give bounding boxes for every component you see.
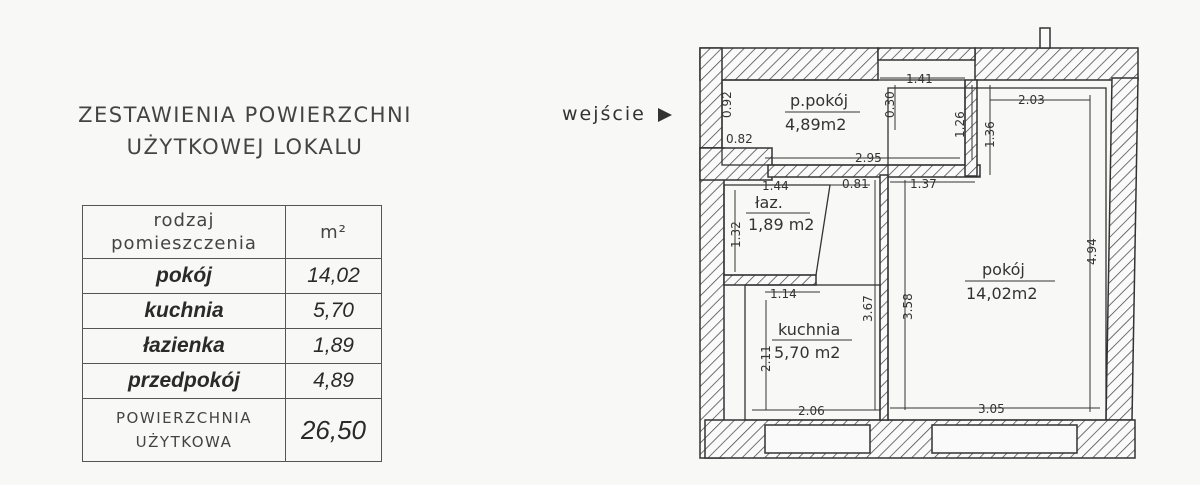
room-label-kitchen: kuchnia bbox=[778, 320, 840, 339]
table-row: kuchnia 5,70 bbox=[82, 293, 382, 329]
dim-label: 2.11 bbox=[759, 345, 773, 372]
room-outline bbox=[887, 87, 1107, 421]
wall-partition bbox=[879, 174, 889, 421]
entrance-label: wejście bbox=[562, 103, 646, 125]
total-label: POWIERZCHNIA UŻYTKOWA bbox=[82, 398, 286, 462]
entrance-arrow-icon bbox=[658, 108, 672, 122]
room-name-cell: kuchnia bbox=[82, 293, 286, 329]
walls bbox=[699, 27, 1139, 459]
dimension-lines bbox=[721, 77, 1100, 412]
header-unit: m² bbox=[285, 205, 382, 259]
room-area-cell: 5,70 bbox=[285, 293, 382, 329]
dim-label: 1.41 bbox=[906, 72, 933, 86]
room-area-hall: 4,89m2 bbox=[785, 115, 846, 134]
room-area-room: 14,02m2 bbox=[966, 284, 1038, 303]
window-room bbox=[931, 424, 1078, 454]
room-area-kitchen: 5,70 m2 bbox=[774, 343, 840, 362]
wall-left-upper bbox=[699, 47, 723, 149]
wall-top-gap bbox=[877, 47, 976, 61]
wall-right bbox=[1105, 77, 1139, 421]
summary-title-line-1: ZESTAWIENIA POWIERZCHNI bbox=[78, 103, 412, 127]
header-room-type-line-1: rodzaj bbox=[153, 210, 215, 231]
window-kitchen bbox=[764, 424, 871, 454]
room-name-cell: łazienka bbox=[82, 328, 286, 364]
room-label-room: pokój bbox=[982, 260, 1025, 279]
dim-label: 1.26 bbox=[953, 111, 967, 138]
dim-label: 1.37 bbox=[910, 177, 937, 191]
dim-label: 3.67 bbox=[861, 295, 875, 322]
room-name-cell: pokój bbox=[82, 258, 286, 294]
room-area-cell: 1,89 bbox=[285, 328, 382, 364]
summary-title-line-2: UŻYTKOWEJ LOKALU bbox=[126, 135, 364, 159]
table-row: przedpokój 4,89 bbox=[82, 363, 382, 399]
wall-top-right bbox=[974, 47, 1139, 81]
wall-left-stub bbox=[699, 147, 773, 181]
table-header-row: rodzaj pomieszczenia m² bbox=[82, 205, 382, 259]
area-summary-panel: ZESTAWIENIA POWIERZCHNI UŻYTKOWEJ LOKALU… bbox=[0, 0, 540, 485]
dim-label: 4.94 bbox=[1085, 238, 1099, 265]
dim-label: 0.92 bbox=[720, 91, 734, 118]
chimney bbox=[1039, 27, 1051, 49]
dim-label: 1.36 bbox=[983, 121, 997, 148]
header-room-type: rodzaj pomieszczenia bbox=[82, 205, 286, 259]
dim-label: 3.05 bbox=[978, 402, 1005, 416]
area-table: rodzaj pomieszczenia m² pokój 14,02 kuch… bbox=[82, 205, 382, 462]
dim-label: 2.95 bbox=[855, 151, 882, 165]
floor-plan: wejście bbox=[562, 27, 1139, 459]
table-total-row: POWIERZCHNIA UŻYTKOWA 26,50 bbox=[82, 398, 382, 462]
dim-label: 0.82 bbox=[726, 132, 753, 146]
table-row: łazienka 1,89 bbox=[82, 328, 382, 364]
total-label-line-2: UŻYTKOWA bbox=[135, 433, 233, 451]
dim-label: 0.30 bbox=[883, 91, 897, 118]
dim-label: 1.32 bbox=[729, 221, 743, 248]
total-label-line-1: POWIERZCHNIA bbox=[116, 409, 252, 427]
dim-label: 2.03 bbox=[1018, 93, 1045, 107]
table-row: pokój 14,02 bbox=[82, 258, 382, 294]
room-label-bath: łaz. bbox=[755, 193, 783, 212]
dim-label: 3.58 bbox=[901, 293, 915, 320]
header-room-type-line-2: pomieszczenia bbox=[111, 233, 257, 254]
room-label-hall: p.pokój bbox=[790, 91, 848, 110]
room-area-cell: 14,02 bbox=[285, 258, 382, 294]
dim-label: 2.06 bbox=[798, 404, 825, 418]
dim-label: 1.44 bbox=[762, 179, 789, 193]
wall-top-left bbox=[699, 47, 879, 81]
dim-label: 1.14 bbox=[770, 287, 797, 301]
room-area-bath: 1,89 m2 bbox=[748, 215, 814, 234]
wall-left-lower bbox=[699, 147, 725, 459]
total-value: 26,50 bbox=[285, 398, 382, 462]
wall-hall-lower bbox=[767, 164, 981, 178]
kitchen-outline bbox=[744, 284, 881, 421]
room-area-cell: 4,89 bbox=[285, 363, 382, 399]
dim-label: 0.81 bbox=[842, 177, 869, 191]
wall-bath bbox=[723, 274, 817, 286]
room-name-cell: przedpokój bbox=[82, 363, 286, 399]
room-outlines bbox=[721, 79, 1107, 421]
